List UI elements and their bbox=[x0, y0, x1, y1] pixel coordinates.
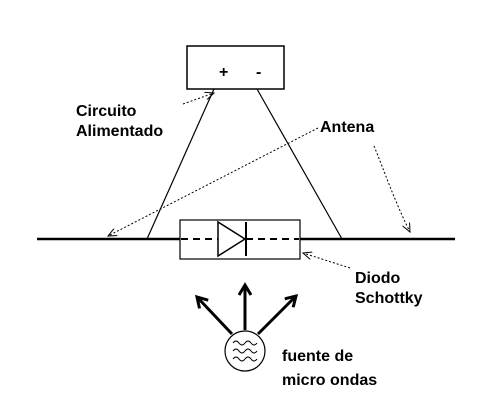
antenna-pointer-left-arrow bbox=[108, 127, 319, 236]
powered-circuit-box bbox=[186, 45, 285, 90]
radiation-arrow-left bbox=[197, 297, 234, 336]
source-label-line1: fuente de bbox=[282, 348, 353, 365]
diode-pointer-arrow bbox=[303, 253, 351, 269]
minus-terminal-label: - bbox=[256, 64, 261, 81]
circuit-pointer-arrow bbox=[182, 93, 214, 105]
circuit-label-line1: Circuito bbox=[76, 103, 137, 120]
radiation-arrow-right bbox=[256, 296, 296, 336]
left-feed-line bbox=[146, 88, 215, 240]
schottky-diode-icon bbox=[217, 220, 247, 258]
microwave-source-icon bbox=[224, 330, 266, 372]
diode-label-line2: Schottky bbox=[355, 290, 423, 307]
source-label-line2: micro ondas bbox=[282, 372, 377, 389]
antenna-label: Antena bbox=[320, 119, 374, 136]
plus-terminal-label: + bbox=[219, 64, 228, 81]
diode-label-line1: Diodo bbox=[355, 270, 401, 287]
right-feed-line bbox=[256, 88, 343, 240]
circuit-label-line2: Alimentado bbox=[76, 123, 163, 140]
antenna-pointer-right-arrow bbox=[373, 145, 410, 232]
